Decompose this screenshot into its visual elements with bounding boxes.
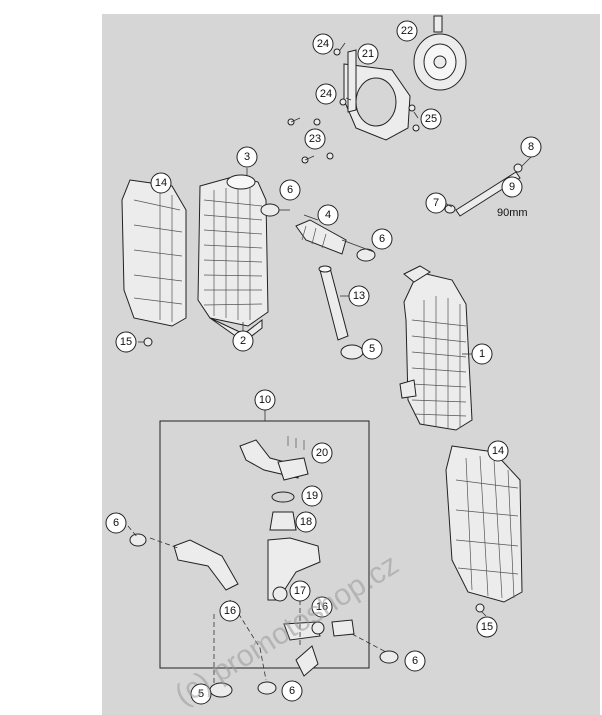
callout-6-a: 6 bbox=[279, 179, 301, 201]
svg-text:24: 24 bbox=[317, 38, 329, 50]
callout-22: 22 bbox=[396, 20, 418, 42]
svg-text:2: 2 bbox=[240, 335, 246, 347]
svg-text:1: 1 bbox=[479, 348, 485, 360]
left-radiator-guard bbox=[121, 179, 187, 327]
svg-text:17: 17 bbox=[294, 585, 306, 597]
callout-16-left: 16 bbox=[219, 600, 241, 622]
callout-6-b: 6 bbox=[371, 228, 393, 250]
callout-3: 3 bbox=[236, 146, 258, 168]
svg-text:16: 16 bbox=[224, 605, 236, 617]
callout-6-d: 6 bbox=[404, 650, 426, 672]
callout-2: 2 bbox=[232, 330, 254, 352]
svg-text:24: 24 bbox=[320, 88, 332, 100]
callout-24-top: 24 bbox=[312, 33, 334, 55]
svg-text:21: 21 bbox=[362, 48, 374, 60]
callout-10: 10 bbox=[254, 389, 276, 411]
svg-text:6: 6 bbox=[412, 655, 418, 667]
hose-clamps bbox=[129, 203, 399, 698]
hose-length-label: 90mm bbox=[497, 207, 528, 219]
screws bbox=[287, 48, 420, 164]
coolant-hose-13 bbox=[318, 265, 349, 341]
callouts: 1 2 3 4 5 5 6 6 6 6 6 7 8 9 10 13 14 14 … bbox=[105, 20, 542, 705]
svg-text:3: 3 bbox=[244, 151, 250, 163]
callout-4: 4 bbox=[317, 204, 339, 226]
svg-text:14: 14 bbox=[492, 445, 504, 457]
svg-text:6: 6 bbox=[113, 517, 119, 529]
callout-6-c: 6 bbox=[105, 512, 127, 534]
callout-1: 1 bbox=[471, 343, 493, 365]
callout-21: 21 bbox=[357, 43, 379, 65]
svg-text:16: 16 bbox=[316, 601, 328, 613]
callout-23: 23 bbox=[304, 128, 326, 150]
kit-box bbox=[159, 420, 370, 669]
svg-text:9: 9 bbox=[509, 181, 515, 193]
callout-16-right: 16 bbox=[311, 596, 333, 618]
coolant-hose-4 bbox=[295, 219, 347, 255]
svg-text:5: 5 bbox=[198, 688, 204, 700]
callout-5-mid: 5 bbox=[361, 338, 383, 360]
callout-25: 25 bbox=[420, 108, 442, 130]
svg-text:15: 15 bbox=[481, 621, 493, 633]
background-panel bbox=[102, 14, 600, 715]
callout-18: 18 bbox=[295, 511, 317, 533]
callout-24-mid: 24 bbox=[315, 83, 337, 105]
screw-15-left bbox=[143, 337, 153, 347]
leader-lines bbox=[127, 42, 532, 684]
right-radiator bbox=[399, 265, 473, 431]
svg-text:14: 14 bbox=[155, 177, 167, 189]
callout-14-left: 14 bbox=[150, 172, 172, 194]
svg-text:13: 13 bbox=[353, 290, 365, 302]
svg-text:6: 6 bbox=[289, 685, 295, 697]
callout-13: 13 bbox=[348, 285, 370, 307]
svg-text:18: 18 bbox=[300, 516, 312, 528]
callout-15-left: 15 bbox=[115, 331, 137, 353]
callout-7: 7 bbox=[425, 192, 447, 214]
svg-text:22: 22 bbox=[401, 25, 413, 37]
fan-assembly bbox=[343, 15, 467, 141]
svg-text:6: 6 bbox=[287, 184, 293, 196]
callout-17: 17 bbox=[289, 580, 311, 602]
callout-9: 9 bbox=[501, 176, 523, 198]
svg-text:8: 8 bbox=[528, 141, 534, 153]
svg-text:7: 7 bbox=[433, 197, 439, 209]
svg-text:25: 25 bbox=[425, 113, 437, 125]
callout-6-e: 6 bbox=[281, 680, 303, 702]
svg-text:23: 23 bbox=[309, 133, 321, 145]
callout-15-right: 15 bbox=[476, 616, 498, 638]
svg-text:20: 20 bbox=[316, 447, 328, 459]
callout-8: 8 bbox=[520, 136, 542, 158]
right-radiator-guard bbox=[445, 445, 523, 603]
svg-text:4: 4 bbox=[325, 209, 331, 221]
callout-19: 19 bbox=[301, 485, 323, 507]
callout-14-right: 14 bbox=[487, 440, 509, 462]
svg-text:5: 5 bbox=[369, 343, 375, 355]
left-radiator bbox=[197, 174, 269, 343]
svg-text:15: 15 bbox=[120, 336, 132, 348]
callout-20: 20 bbox=[311, 442, 333, 464]
screw-15-right bbox=[475, 603, 485, 613]
callout-5-bottom: 5 bbox=[190, 683, 212, 705]
svg-text:10: 10 bbox=[259, 394, 271, 406]
thermostat-kit bbox=[173, 436, 355, 677]
svg-text:6: 6 bbox=[379, 233, 385, 245]
svg-text:19: 19 bbox=[306, 490, 318, 502]
